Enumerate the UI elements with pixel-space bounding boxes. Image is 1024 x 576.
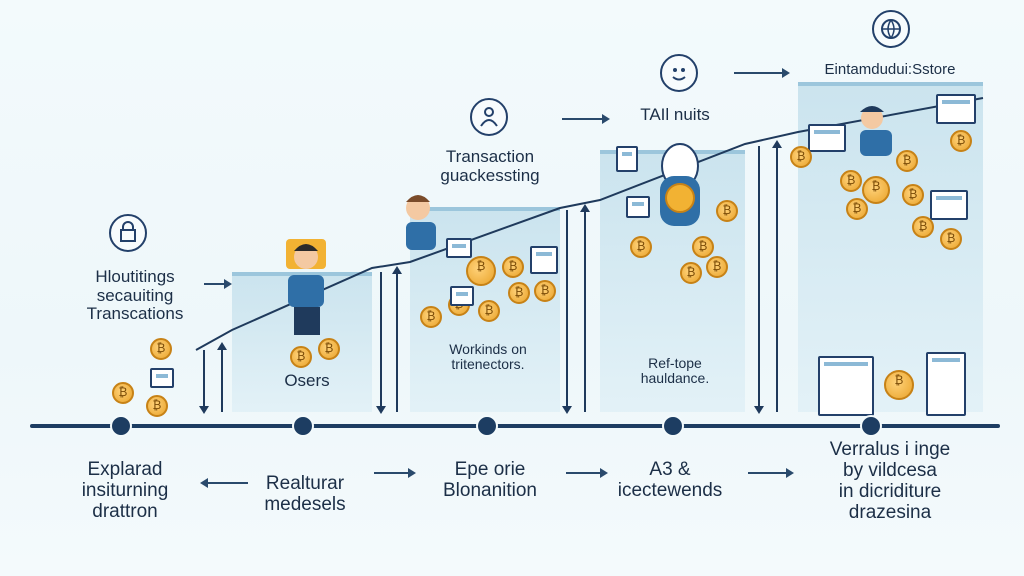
safe-lock-icon bbox=[109, 214, 147, 252]
coin-icon bbox=[846, 198, 868, 220]
timeline-node bbox=[476, 415, 498, 437]
coin-icon bbox=[950, 130, 972, 152]
coin-icon bbox=[466, 256, 496, 286]
coin-icon bbox=[508, 282, 530, 304]
panel-label-3: Ref-tope hauldance. bbox=[640, 355, 710, 387]
bottom-label-4: A3 & icectewends bbox=[617, 459, 723, 501]
laptop-icon bbox=[150, 368, 174, 388]
bottom-label-3: Epe orie Blonanition bbox=[442, 459, 538, 501]
coin-icon bbox=[692, 236, 714, 258]
person-illustration bbox=[860, 106, 892, 156]
panel-label-2: Workinds on tritenectors. bbox=[449, 341, 527, 373]
flow-arrow bbox=[748, 468, 794, 478]
timeline-node bbox=[860, 415, 882, 437]
server-rack-icon bbox=[926, 352, 966, 416]
clipboard-icon bbox=[616, 146, 638, 172]
coin-icon bbox=[706, 256, 728, 278]
person-illustration bbox=[406, 195, 436, 250]
face-icon bbox=[660, 54, 698, 92]
step-label-3: TAIl nuits bbox=[640, 105, 710, 124]
coin-icon bbox=[912, 216, 934, 238]
timeline-node bbox=[110, 415, 132, 437]
coin-icon bbox=[146, 395, 168, 417]
coin-icon bbox=[318, 338, 340, 360]
coin-icon bbox=[790, 146, 812, 168]
panel-label-1: Osers bbox=[284, 371, 330, 390]
riser-arrow bbox=[217, 342, 227, 412]
coin-icon bbox=[534, 280, 556, 302]
coin-icon bbox=[716, 200, 738, 222]
screen-icon bbox=[450, 286, 474, 306]
riser-arrow bbox=[392, 266, 402, 412]
flow-arrow bbox=[566, 468, 608, 478]
coin-icon bbox=[150, 338, 172, 360]
coin-icon bbox=[896, 150, 918, 172]
user-badge-icon bbox=[470, 98, 508, 136]
screen-icon bbox=[530, 246, 558, 274]
riser-arrow bbox=[580, 204, 590, 412]
coin-icon bbox=[290, 346, 312, 368]
screen-icon bbox=[930, 190, 968, 220]
flow-arrow bbox=[562, 114, 610, 124]
robot-illustration bbox=[660, 143, 700, 226]
step-label-4: Eintamdudui:Sstore bbox=[824, 61, 956, 78]
step-label-2: Transaction guackessting bbox=[440, 147, 540, 185]
screen-icon bbox=[446, 238, 472, 258]
coin-icon bbox=[630, 236, 652, 258]
server-rack-icon bbox=[818, 356, 874, 416]
screen-icon bbox=[626, 196, 650, 218]
flow-arrow bbox=[200, 478, 248, 488]
coin-icon bbox=[884, 370, 914, 400]
bottom-label-5: Verralus i inge by vildcesa in dicriditu… bbox=[829, 439, 951, 523]
coin-icon bbox=[502, 256, 524, 278]
bottom-label-1: Explarad insiturning drattron bbox=[81, 459, 169, 522]
coin-icon bbox=[420, 306, 442, 328]
riser-arrow bbox=[376, 272, 386, 414]
coin-icon bbox=[478, 300, 500, 322]
riser-arrow bbox=[199, 350, 209, 414]
bottom-label-2: Realturar medesels bbox=[264, 473, 346, 515]
screen-icon bbox=[808, 124, 846, 152]
riser-arrow bbox=[754, 146, 764, 414]
coin-icon bbox=[902, 184, 924, 206]
flow-arrow bbox=[734, 68, 790, 78]
person-illustration bbox=[286, 239, 326, 335]
coin-icon bbox=[680, 262, 702, 284]
flow-arrow bbox=[374, 468, 416, 478]
globe-icon bbox=[872, 10, 910, 48]
riser-arrow bbox=[562, 210, 572, 414]
flow-arrow bbox=[204, 279, 232, 289]
timeline-node bbox=[662, 415, 684, 437]
step-label-1: Hloutitings secauiting Transcations bbox=[86, 267, 184, 324]
coin-icon bbox=[840, 170, 862, 192]
coin-icon bbox=[862, 176, 890, 204]
screen-icon bbox=[936, 94, 976, 124]
riser-arrow bbox=[772, 140, 782, 412]
coin-icon bbox=[112, 382, 134, 404]
coin-icon bbox=[940, 228, 962, 250]
timeline-node bbox=[292, 415, 314, 437]
timeline-axis bbox=[30, 424, 1000, 428]
